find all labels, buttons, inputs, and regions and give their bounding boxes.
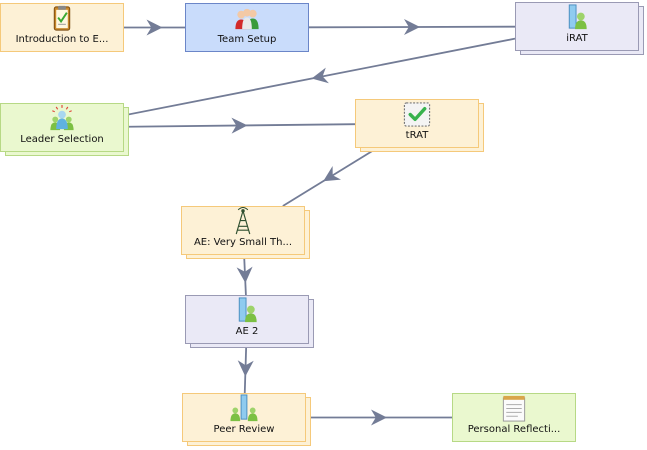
node-intro[interactable]: Introduction to E... <box>0 3 124 52</box>
node-ae2-label: AE 2 <box>235 326 259 337</box>
node-irat[interactable]: iRAT <box>515 2 644 55</box>
node-irat-box[interactable]: iRAT <box>515 2 639 51</box>
notepad-icon <box>502 395 526 422</box>
node-ae2-box[interactable]: AE 2 <box>185 295 309 344</box>
edge-arrow-peer-reflect <box>371 409 387 426</box>
node-ae1-label: AE: Very Small Th... <box>193 237 293 248</box>
node-leader[interactable]: Leader Selection <box>0 103 129 156</box>
node-reflect[interactable]: Personal Reflecti... <box>452 393 576 442</box>
node-intro-label: Introduction to E... <box>15 34 109 45</box>
edge-arrow-irat-leader <box>311 67 329 84</box>
node-trat-box[interactable]: tRAT <box>355 99 479 148</box>
node-trat[interactable]: tRAT <box>355 99 484 152</box>
edge-arrow-ae2-peer <box>237 360 254 377</box>
node-peer-box[interactable]: Peer Review <box>182 393 306 442</box>
node-team-label: Team Setup <box>217 34 277 45</box>
node-leader-box[interactable]: Leader Selection <box>0 103 124 152</box>
node-reflect-box[interactable]: Personal Reflecti... <box>452 393 576 442</box>
node-peer-label: Peer Review <box>213 424 275 435</box>
learner-icon <box>238 297 257 323</box>
node-intro-box[interactable]: Introduction to E... <box>0 3 124 52</box>
node-trat-label: tRAT <box>405 130 429 141</box>
antenna-icon <box>235 207 251 235</box>
node-ae1-box[interactable]: AE: Very Small Th... <box>181 206 305 255</box>
node-team-box[interactable]: Team Setup <box>185 3 309 52</box>
edge-arrow-trat-ae1 <box>323 166 341 182</box>
peer-icon <box>230 394 258 422</box>
edge-arrow-ae1-ae2 <box>236 266 253 283</box>
checkmark-icon <box>403 102 431 127</box>
node-irat-label: iRAT <box>566 33 588 44</box>
node-reflect-label: Personal Reflecti... <box>467 424 561 435</box>
learner-icon <box>568 4 587 30</box>
edge-arrow-team-irat <box>404 19 420 35</box>
leader-icon <box>50 104 74 131</box>
node-leader-label: Leader Selection <box>20 134 104 145</box>
node-team[interactable]: Team Setup <box>185 3 309 52</box>
group-icon <box>235 8 259 30</box>
edge-arrow-intro-team <box>146 19 163 36</box>
clipboard-icon <box>53 5 71 31</box>
node-ae2[interactable]: AE 2 <box>185 295 314 348</box>
node-ae1[interactable]: AE: Very Small Th... <box>181 206 310 259</box>
edge-arrow-leader-trat <box>231 117 248 134</box>
node-peer[interactable]: Peer Review <box>182 393 311 446</box>
